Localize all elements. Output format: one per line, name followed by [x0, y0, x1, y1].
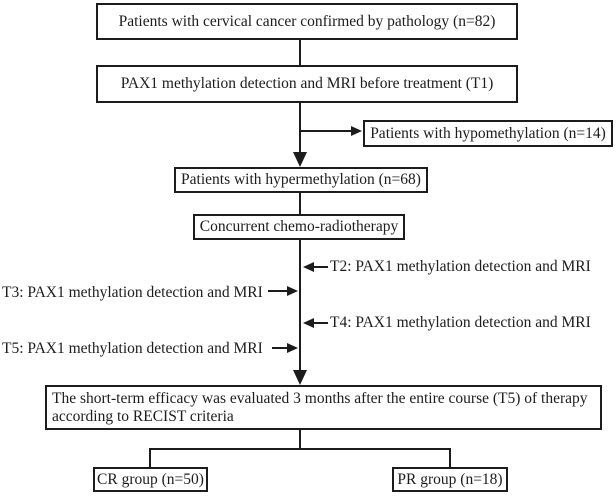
connector-hypermethylation-to-chemo — [299, 191, 301, 215]
box-cr-group: CR group (n=50) — [93, 467, 208, 492]
efficacy-line-2: according to RECIST criteria — [52, 407, 234, 425]
t3-arrow-shaft — [268, 290, 288, 292]
box-pathology-confirmed: Patients with cervical cancer confirmed … — [96, 3, 518, 40]
box-chemoradiotherapy: Concurrent chemo-radiotherapy — [193, 214, 405, 240]
box-baseline-detection: PAX1 methylation detection and MRI befor… — [96, 65, 518, 103]
connector-baseline-to-hypermethylation — [299, 102, 301, 154]
t2-arrow-shaft — [314, 266, 328, 268]
efficacy-line-1: The short-term efficacy was evaluated 3 … — [52, 389, 588, 407]
arrowhead-right-icon — [287, 343, 298, 353]
t5-arrow-shaft — [272, 347, 290, 349]
annotation-t4: T4: PAX1 methylation detection and MRI — [330, 314, 591, 331]
arrowhead-down-icon — [293, 152, 307, 167]
stub-to-pr-group — [449, 448, 451, 468]
annotation-t5: T5: PAX1 methylation detection and MRI — [2, 340, 263, 357]
annotation-t2: T2: PAX1 methylation detection and MRI — [330, 258, 591, 275]
connector-efficacy-to-split — [299, 429, 301, 450]
box-hypermethylation: Patients with hypermethylation (n=68) — [174, 167, 428, 193]
connector-branch-hypomethylation — [300, 130, 352, 132]
box-hypomethylation: Patients with hypomethylation (n=14) — [363, 120, 613, 147]
arrowhead-left-icon — [303, 318, 314, 328]
arrowhead-right-icon — [287, 286, 298, 296]
box-efficacy-evaluation: The short-term efficacy was evaluated 3 … — [45, 385, 602, 430]
box-pr-group: PR group (n=18) — [392, 467, 508, 492]
arrowhead-right-icon — [351, 126, 362, 136]
arrowhead-down-icon — [293, 370, 307, 385]
t4-arrow-shaft — [314, 322, 328, 324]
timeline-axis — [299, 239, 301, 371]
connector-pathology-to-baseline — [299, 40, 301, 66]
split-horizontal-bar — [149, 448, 451, 450]
stub-to-cr-group — [149, 448, 151, 468]
arrowhead-left-icon — [303, 262, 314, 272]
annotation-t3: T3: PAX1 methylation detection and MRI — [2, 284, 263, 301]
